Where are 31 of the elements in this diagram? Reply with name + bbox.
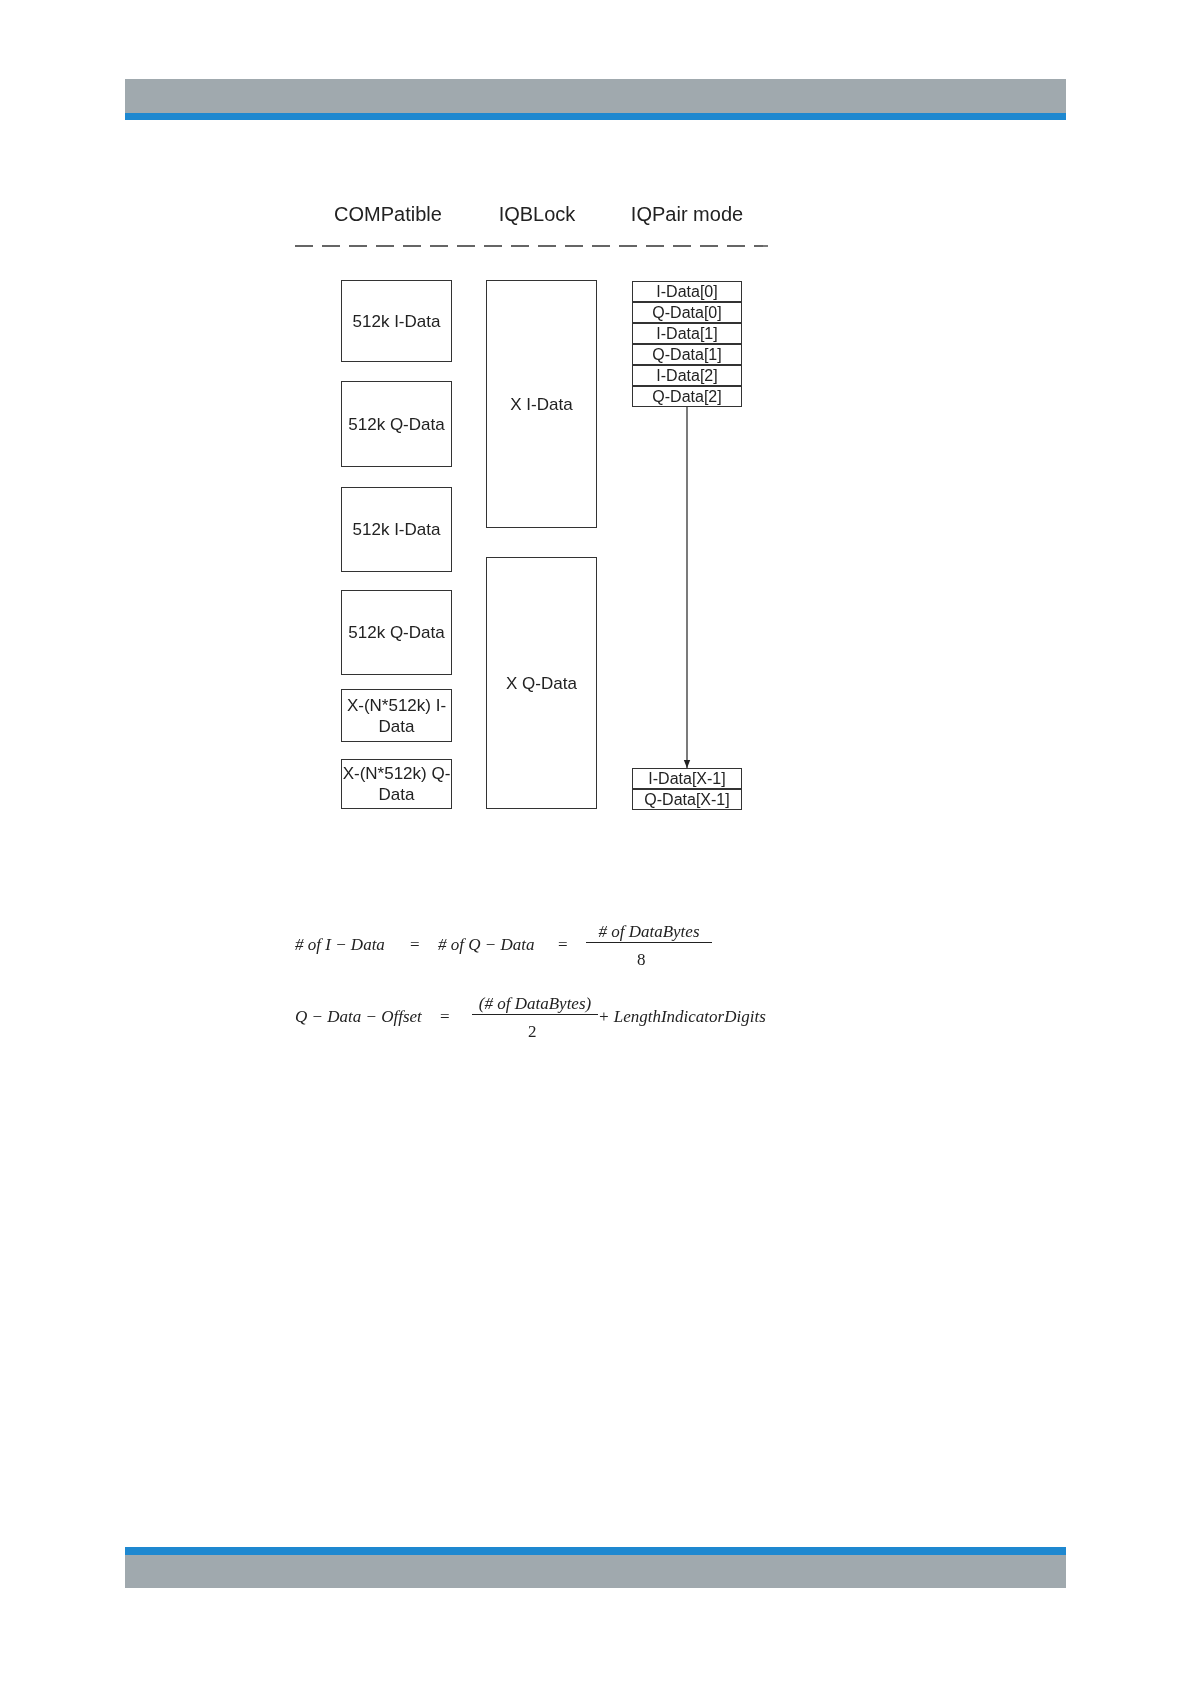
data-cell: Q-Data[X-1]: [632, 789, 742, 810]
data-block: X-(N*512k) Q-Data: [341, 759, 452, 809]
data-cell: I-Data[1]: [632, 323, 742, 344]
formula-term: # of I − Data: [295, 935, 385, 955]
equals-sign: =: [558, 935, 568, 955]
data-block: 512k I-Data: [341, 280, 452, 362]
data-cell: Q-Data[1]: [632, 344, 742, 365]
data-cell: Q-Data[0]: [632, 302, 742, 323]
denominator: 2: [528, 1022, 537, 1042]
formula-term: # of Q − Data: [438, 935, 535, 955]
arrow: [683, 406, 691, 769]
data-block: 512k Q-Data: [341, 381, 452, 467]
data-cell: Q-Data[2]: [632, 386, 742, 407]
data-block: X I-Data: [486, 280, 597, 528]
data-cell: I-Data[X-1]: [632, 768, 742, 789]
equals-sign: =: [410, 935, 420, 955]
column-heading: IQPair mode: [630, 203, 744, 226]
numerator: # of DataBytes: [586, 922, 712, 943]
column-heading: IQBLock: [498, 203, 576, 226]
data-block: 512k Q-Data: [341, 590, 452, 675]
numerator: (# of DataBytes): [472, 994, 598, 1015]
formula-term: + LengthIndicatorDigits: [598, 1007, 766, 1027]
formula-term: Q − Data − Offset: [295, 1007, 422, 1027]
data-block: 512k I-Data: [341, 487, 452, 572]
data-block: X Q-Data: [486, 557, 597, 809]
data-cell: I-Data[2]: [632, 365, 742, 386]
column-heading: COMPatible: [334, 203, 442, 226]
data-block: X-(N*512k) I-Data: [341, 689, 452, 742]
data-cell: I-Data[0]: [632, 281, 742, 302]
denominator: 8: [637, 950, 646, 970]
equals-sign: =: [440, 1007, 450, 1027]
